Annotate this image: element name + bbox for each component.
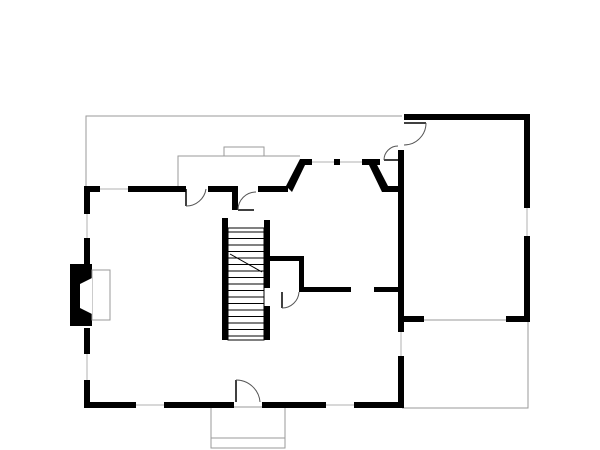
garage-wall-bottom-right	[506, 316, 530, 322]
stair-break-line	[229, 253, 263, 273]
garage-apron-outline	[402, 319, 529, 409]
firebox	[80, 278, 92, 314]
partition-1	[299, 287, 351, 292]
closet-wall-right	[299, 256, 304, 292]
rear-wall-3	[208, 186, 236, 192]
bay-wall-top-1	[300, 159, 312, 165]
exterior-outlines	[85, 115, 529, 449]
right-wall-upper	[398, 150, 404, 332]
bay-wall-left	[286, 159, 306, 192]
closet-wall-top	[270, 256, 304, 261]
garage-door-swing	[403, 122, 427, 146]
partition-2	[374, 287, 404, 292]
windows	[86, 161, 528, 406]
garage-wall-right-lower	[524, 236, 530, 322]
chimney-cap	[223, 146, 265, 157]
rear-porch-outline	[177, 155, 300, 188]
hall-wall-upper	[232, 186, 238, 210]
front-wall-2	[164, 402, 234, 408]
rear-wall-5	[382, 186, 404, 192]
closet-door-swing	[281, 291, 300, 309]
left-wall-upper	[84, 186, 90, 214]
left-wall-middle	[84, 238, 90, 266]
garage-wall-top	[404, 114, 530, 120]
staircase	[227, 227, 265, 341]
stair-wall-left	[222, 218, 228, 340]
rear-wall-1	[84, 186, 100, 192]
left-wall-lower	[84, 328, 90, 354]
rear-wall-2	[128, 186, 186, 192]
garage-wall-bottom-left	[404, 316, 424, 322]
bay-wall-top-2	[334, 159, 340, 165]
right-wall-lower	[398, 356, 404, 408]
front-wall-1	[84, 402, 136, 408]
front-wall-4	[354, 402, 404, 408]
stair-wall-right-lower	[264, 306, 270, 340]
rear-wall-4	[258, 186, 288, 192]
bay-door-swing	[383, 145, 399, 161]
rear-yard-outline	[85, 115, 402, 188]
garage-walls	[404, 114, 530, 322]
front-door-swing	[235, 379, 261, 403]
front-wall-3	[262, 402, 326, 408]
stair-wall-right-upper	[264, 220, 270, 288]
garage-wall-right-upper	[524, 114, 530, 208]
front-steps	[210, 406, 286, 449]
house-walls	[70, 150, 404, 408]
doors	[185, 122, 427, 403]
bay-wall-right	[368, 159, 388, 192]
hall-door-swing	[237, 191, 257, 211]
rear-door-swing	[185, 188, 207, 207]
hearth	[91, 269, 111, 321]
left-wall-bottom	[84, 380, 90, 408]
